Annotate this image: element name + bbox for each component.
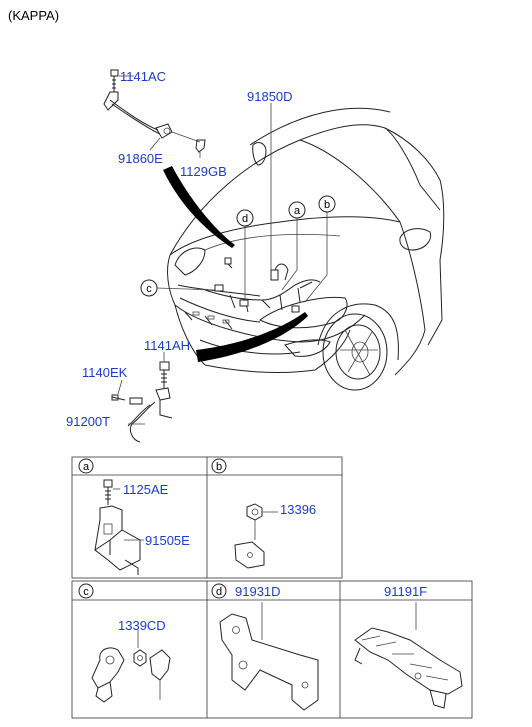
engine-label: (KAPPA) — [8, 8, 59, 23]
label-91850D: 91850D — [247, 89, 293, 104]
label-91860E: 91860E — [118, 151, 163, 166]
label-91505E: 91505E — [145, 533, 190, 548]
pointer-swoosh-bottom — [196, 312, 308, 362]
svg-text:c: c — [146, 283, 152, 295]
svg-text:d: d — [216, 586, 222, 598]
detail-header-a: a — [78, 458, 94, 474]
detail-grid — [71, 456, 473, 719]
detail-header-c: c — [78, 583, 94, 599]
label-1140EK: 1140EK — [82, 365, 128, 380]
label-1141AH: 1141AH — [144, 338, 190, 353]
label-1129GB: 1129GB — [180, 164, 227, 179]
label-1339CD: 1339CD — [118, 618, 166, 633]
label-13396: 13396 — [280, 502, 316, 517]
label-91191F: 91191F — [384, 584, 427, 599]
connector-1339CD — [91, 647, 171, 703]
nut-bracket-13396 — [234, 503, 265, 569]
svg-text:b: b — [324, 199, 330, 211]
car-illustration — [167, 107, 445, 391]
callout-b: b — [318, 195, 336, 213]
label-91200T: 91200T — [66, 414, 110, 429]
detail-header-d: d — [211, 583, 227, 599]
callout-a: a — [288, 201, 306, 219]
svg-text:a: a — [294, 205, 301, 217]
label-1125AE: 1125AE — [123, 482, 169, 497]
callout-c: c — [140, 279, 158, 297]
battery-cable-91860E — [103, 69, 206, 153]
protector-91191F — [354, 627, 463, 709]
svg-text:d: d — [242, 213, 248, 225]
svg-text:b: b — [216, 461, 222, 473]
detail-header-b: b — [211, 458, 227, 474]
label-91931D: 91931D — [235, 584, 281, 599]
pointer-swoosh-top — [163, 166, 235, 248]
bracket-91931D — [219, 613, 319, 711]
svg-text:a: a — [83, 461, 90, 473]
label-1141AC: 1141AC — [120, 69, 166, 84]
svg-text:c: c — [83, 586, 89, 598]
callout-d: d — [236, 209, 254, 227]
engine-wiring-harness — [204, 257, 321, 313]
